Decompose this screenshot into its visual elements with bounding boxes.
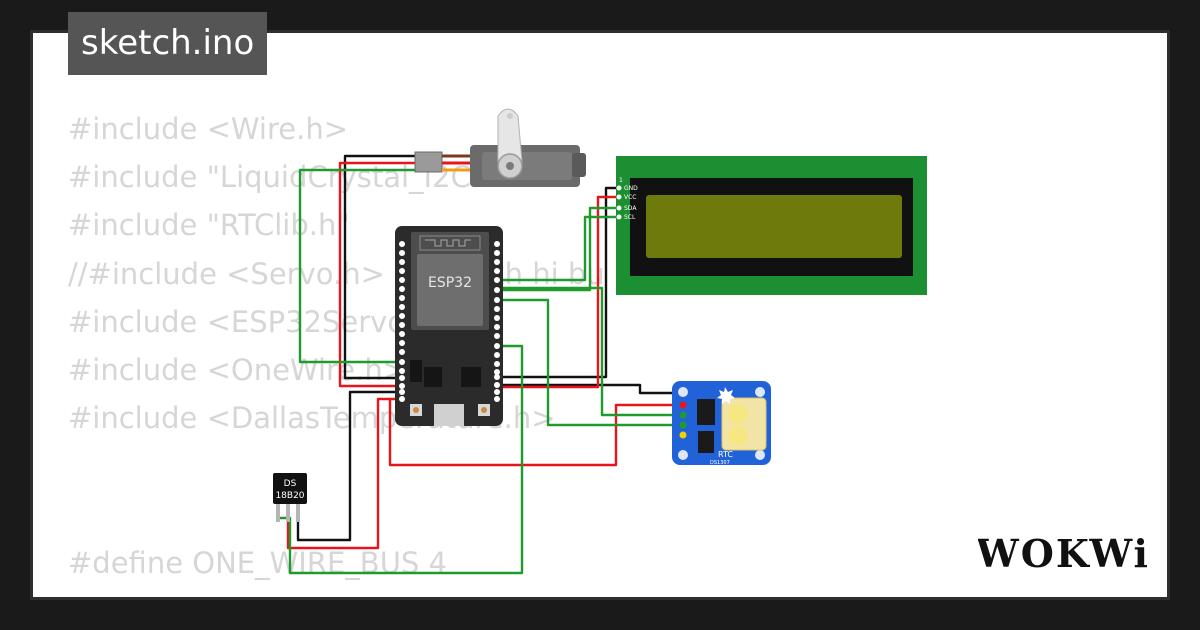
lcd-pin-scl: SCL	[624, 214, 636, 221]
ds18b20-label-bottom: 18B20	[275, 491, 304, 501]
ds18b20-sensor[interactable]: DS 18B20	[273, 473, 307, 522]
rtc-module[interactable]: RTC DS1307	[672, 381, 771, 466]
wire-red-servo-vcc[interactable]	[338, 161, 418, 388]
sketch-preview-card: #include <Wire.h> #include "LiquidCrystal…	[33, 33, 1167, 597]
ds18b20-body	[273, 473, 307, 504]
file-tab[interactable]: sketch.ino	[68, 12, 268, 75]
wire-black-lcd-gnd[interactable]	[498, 186, 616, 379]
esp32-label: ESP32	[428, 275, 472, 291]
rtc-label: RTC	[718, 450, 733, 459]
wokwi-logo-text: WOKWi	[978, 531, 1148, 575]
wire-black-servo-gnd[interactable]	[343, 154, 418, 380]
esp32-board[interactable]: ESP32	[395, 226, 503, 426]
wire-green-rtc-sda[interactable]	[498, 286, 676, 417]
rtc-model: DS1307	[710, 460, 730, 466]
code-line: #include "LiquidCrystal_I2C.h"	[68, 160, 512, 195]
ds18b20-label-top: DS	[284, 479, 297, 489]
servo-motor[interactable]	[414, 108, 586, 187]
code-line: #include "RTClib.h"	[68, 208, 350, 243]
wire-green-lcd-scl[interactable]	[498, 215, 616, 282]
esp32-right-pins	[494, 241, 500, 402]
lcd-pin-one-label: 1	[619, 177, 623, 184]
lcd-display[interactable]: 1 GND VCC SDA SCL	[616, 156, 927, 295]
esp32-left-pins	[399, 241, 405, 402]
lcd-pin-gnd: GND	[624, 185, 638, 192]
lcd-screen	[646, 195, 902, 258]
wires	[276, 154, 676, 575]
esp32-usb-port	[434, 404, 464, 426]
lcd-pin-sda: SDA	[624, 205, 637, 212]
code-line: OneWire oneWire(ONE_WIRE_BUS);	[68, 587, 605, 597]
wire-green-lcd-sda[interactable]	[498, 206, 616, 292]
rtc-chip	[697, 399, 715, 425]
wire-red-ds-vcc[interactable]	[286, 397, 400, 550]
wire-red-lcd-vcc[interactable]	[498, 195, 616, 389]
servo-connector	[414, 151, 443, 173]
rtc-pins	[679, 401, 687, 439]
wire-black-ds-gnd[interactable]	[296, 390, 400, 542]
code-line: #include <Wire.h>	[68, 112, 349, 146]
lcd-pin-vcc: VCC	[624, 194, 636, 201]
adafruit-flower-icon	[717, 387, 735, 404]
wokwi-logo[interactable]: WOKWi	[978, 530, 1148, 575]
wire-red-rtc-vcc[interactable]	[388, 400, 676, 467]
esp32-antenna	[419, 235, 481, 251]
wire-green-servo-signal[interactable]	[298, 168, 418, 364]
wire-black-rtc-gnd[interactable]	[498, 383, 676, 395]
code-background: #include <Wire.h> #include "LiquidCrystal…	[68, 105, 605, 597]
wire-green-rtc-scl[interactable]	[498, 298, 676, 427]
code-line: #include <OneWire.h>	[68, 352, 408, 387]
